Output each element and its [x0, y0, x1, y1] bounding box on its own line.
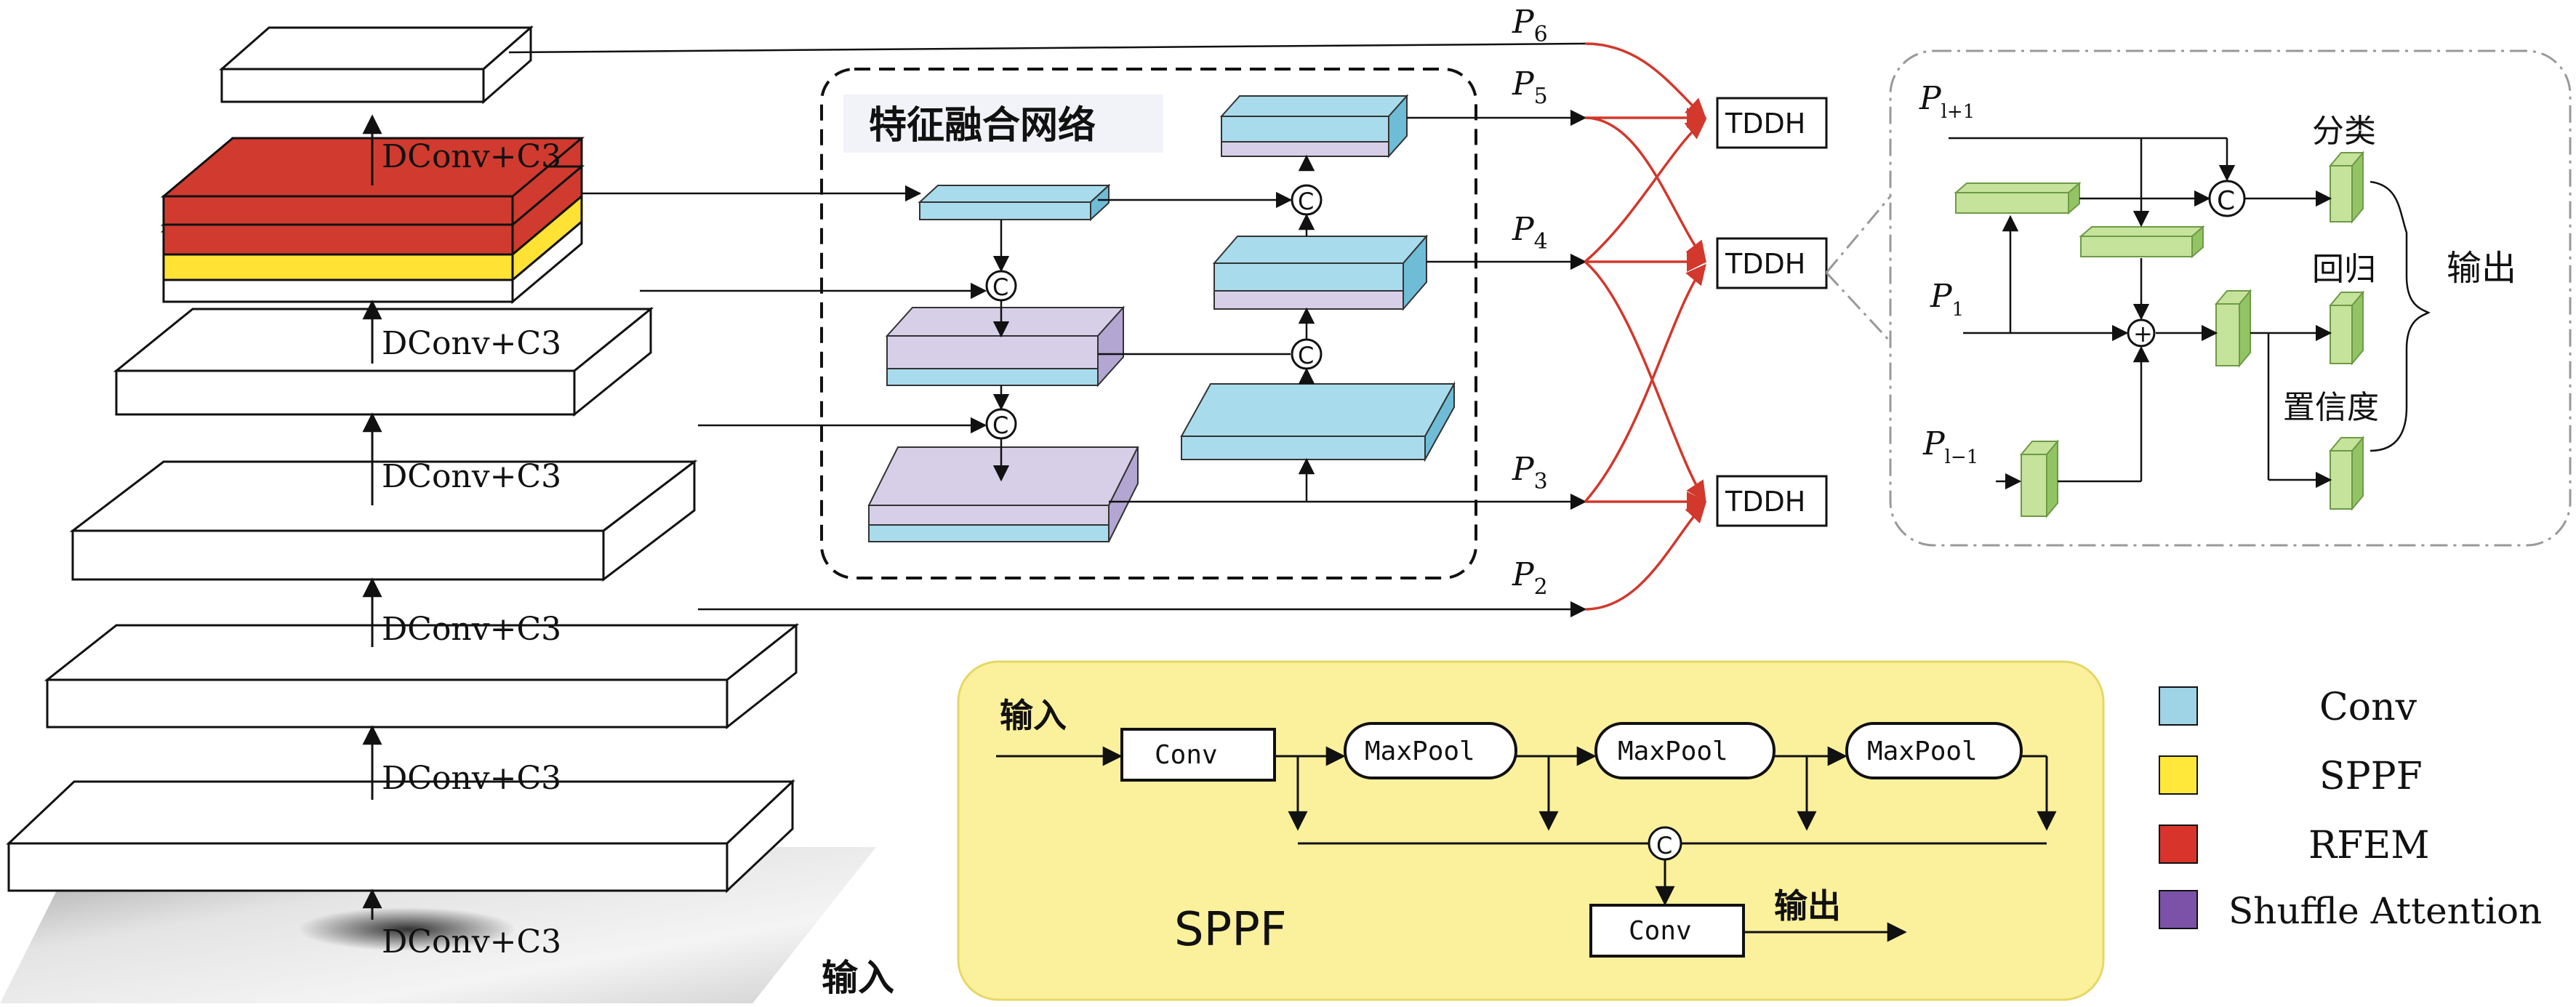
- slab-1: [6, 779, 795, 894]
- fusion-block-c: [885, 305, 1126, 388]
- backbone-input-label: 输入: [822, 957, 894, 999]
- sppf-title: SPPF: [1174, 903, 1287, 957]
- concat-3-symbol: C: [1298, 188, 1314, 215]
- legend: Conv SPPF RFEM Shuffle Attention: [2159, 686, 2542, 932]
- head-routing: [1584, 42, 1707, 611]
- sppf-input-label: 输入: [1000, 696, 1067, 735]
- legend-label-rfem: RFEM: [2308, 824, 2429, 867]
- sppf-pool1-label: MaxPool: [1365, 737, 1475, 766]
- pyramid-outputs: P6 P5 P4 P3 P2 TDDH TDDH TDDH: [508, 4, 1828, 618]
- tddh-p-mid: P1: [1930, 278, 1964, 321]
- slab-top: [219, 25, 534, 105]
- fusion-block-f: [867, 446, 1139, 542]
- legend-swatch-conv: [2159, 686, 2198, 726]
- stage-label-3: DConv+C3: [382, 611, 561, 648]
- tddh-conv-blocks: [1954, 151, 2365, 518]
- tddh-add-symbol: +: [2133, 320, 2153, 348]
- head-2: TDDH: [1716, 237, 1828, 289]
- sppf-wiring: [996, 746, 2057, 942]
- level-p3-label: P3: [1512, 451, 1548, 494]
- tddh-detail-border: [1889, 49, 2572, 547]
- stage-label-2: DConv+C3: [382, 760, 561, 797]
- backbone: 输入: [0, 25, 894, 1003]
- concat-2-symbol: C: [992, 412, 1008, 439]
- level-p5-label: P5: [1512, 65, 1548, 109]
- head-1-label: TDDH: [1725, 108, 1805, 140]
- level-p6-label: P6: [1512, 4, 1548, 47]
- stage-label-6: DConv+C3: [382, 138, 561, 175]
- fusion-block-a: [918, 183, 1111, 222]
- head-3: TDDH: [1716, 475, 1828, 527]
- tddh-p-bot: Pl−1: [1922, 425, 1978, 468]
- fusion-block-b: [1219, 94, 1409, 159]
- sppf-detail: 输入 Conv MaxPool MaxPool MaxPool C Conv: [957, 660, 2105, 1001]
- slab-rfem-sppf: [160, 137, 585, 305]
- level-p2-label: P2: [1512, 556, 1548, 600]
- tddh-p-top: Pl+1: [1919, 80, 1975, 123]
- tddh-wiring: [1949, 137, 2431, 490]
- tddh-cls-label: 分类: [2312, 113, 2376, 150]
- legend-swatch-shuffle-attention: [2159, 890, 2198, 929]
- slab-4: [113, 306, 654, 417]
- sppf-conv1-label: Conv: [1155, 740, 1218, 770]
- fusion-block-e: [1180, 381, 1456, 462]
- legend-swatch-rfem: [2159, 825, 2198, 864]
- concat-1-symbol: C: [992, 273, 1008, 301]
- head-1: TDDH: [1716, 97, 1828, 149]
- sppf-panel: [957, 660, 2105, 1001]
- slab-3: [69, 459, 698, 582]
- stage-label-5: DConv+C3: [382, 325, 561, 362]
- fusion-wiring: [582, 154, 1315, 502]
- feature-fusion-network: 特征融合网络: [582, 68, 1477, 579]
- sppf-concat-symbol: C: [1656, 832, 1672, 859]
- sppf-output-label: 输出: [1774, 886, 1841, 926]
- head-3-label: TDDH: [1725, 486, 1805, 518]
- legend-label-conv: Conv: [2319, 686, 2417, 729]
- level-p4-label: P4: [1512, 211, 1548, 254]
- legend-swatch-sppf: [2159, 755, 2198, 795]
- stage-label-4: DConv+C3: [382, 458, 561, 495]
- legend-label-shuffle-attention: Shuffle Attention: [2228, 890, 2542, 932]
- sppf-pool2-label: MaxPool: [1618, 737, 1728, 766]
- sppf-conv1: [1120, 728, 1276, 782]
- fusion-title: 特征融合网络: [869, 104, 1096, 148]
- tddh-detail: Pl+1 P1 Pl−1: [1825, 49, 2572, 547]
- slab-2: [44, 622, 800, 730]
- tddh-reg-label: 回归: [2312, 251, 2376, 288]
- sppf-conv2-label: Conv: [1629, 916, 1692, 946]
- head-2-label: TDDH: [1725, 248, 1805, 280]
- stage-label-1: DConv+C3: [382, 923, 561, 960]
- tddh-concat-symbol: C: [2217, 186, 2235, 216]
- legend-label-sppf: SPPF: [2319, 755, 2423, 798]
- concat-4-symbol: C: [1298, 342, 1314, 369]
- tddh-output-label: 输出: [2447, 248, 2516, 289]
- sppf-pool3-label: MaxPool: [1867, 737, 1978, 766]
- fusion-block-d: [1212, 234, 1429, 311]
- tddh-conf-label: 置信度: [2283, 389, 2379, 426]
- sppf-conv2: [1589, 904, 1745, 958]
